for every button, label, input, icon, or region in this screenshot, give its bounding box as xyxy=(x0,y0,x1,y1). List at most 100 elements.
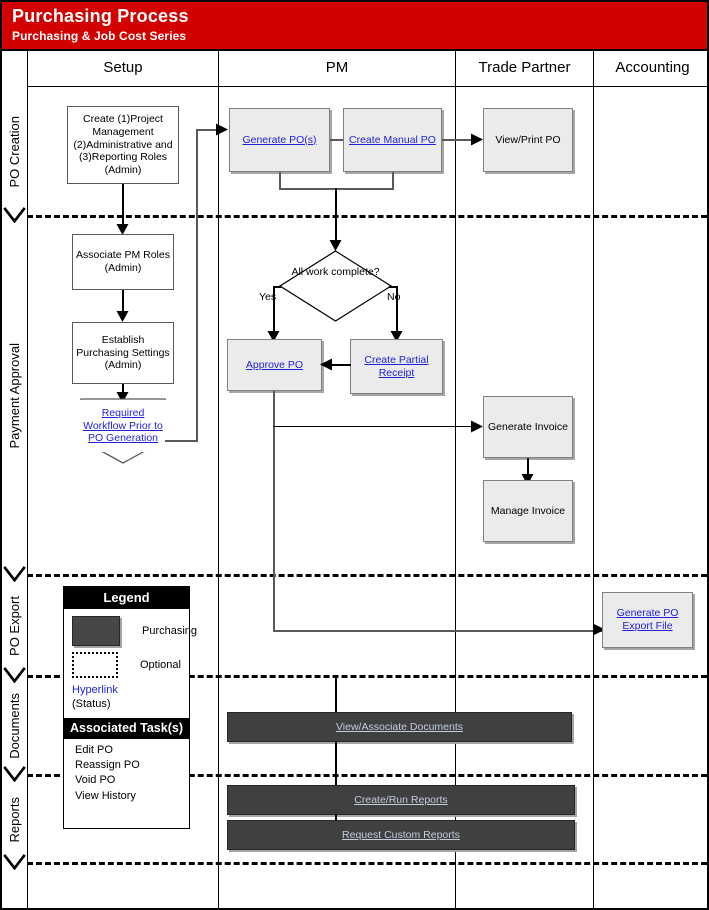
node-create-run-reports[interactable]: Create/Run Reports xyxy=(227,785,575,815)
node-create-manual-po[interactable]: Create Manual PO xyxy=(343,108,442,172)
edge-label-yes: Yes xyxy=(259,291,277,303)
connector-into-documents-bar xyxy=(335,675,337,712)
arrowhead-workflow-to-generate-pos xyxy=(216,123,228,136)
connector-generate-to-manage-invoice xyxy=(527,458,529,478)
connector-no-down xyxy=(396,286,398,334)
node-create-manual-po-label[interactable]: Create Manual PO xyxy=(349,133,436,146)
node-establish-purchasing-settings-label: Establish Purchasing Settings (Admin) xyxy=(76,333,170,372)
node-create-roles[interactable]: Create (1)Project Management (2)Administ… xyxy=(67,106,179,184)
legend-label-purchasing: Purchasing xyxy=(142,625,198,637)
node-create-partial-receipt-label[interactable]: Create Partial Receipt xyxy=(364,353,429,379)
lane-label-reports: Reports xyxy=(2,777,27,862)
arrowhead-to-po-export xyxy=(593,623,605,636)
connector-documents-to-reports xyxy=(335,742,337,786)
column-header-accounting: Accounting xyxy=(615,59,690,76)
node-generate-invoice[interactable]: Generate Invoice xyxy=(483,396,573,458)
lane-text-po-creation: PO Creation xyxy=(7,115,22,188)
node-manage-invoice[interactable]: Manage Invoice xyxy=(483,480,573,542)
lane-divider-4 xyxy=(27,774,707,777)
legend-swatch-optional xyxy=(72,652,118,678)
node-associate-pm-roles[interactable]: Associate PM Roles (Admin) xyxy=(72,234,174,290)
legend-task-item: View History xyxy=(75,789,136,802)
legend-title: Legend xyxy=(64,587,189,609)
connector-workflow-up xyxy=(196,129,198,442)
node-generate-pos-label[interactable]: Generate PO(s) xyxy=(242,133,317,146)
node-create-partial-receipt[interactable]: Create Partial Receipt xyxy=(350,339,443,394)
connector-merge-to-decision xyxy=(335,188,337,244)
node-view-print-po-label: View/Print PO xyxy=(495,133,561,146)
connector-establish-to-workflow xyxy=(122,384,124,397)
node-generate-po-export-file-label[interactable]: Generate PO Export File xyxy=(616,607,679,632)
legend-panel: Legend Purchasing Optional Hyperlink (St… xyxy=(63,586,197,829)
node-request-custom-reports[interactable]: Request Custom Reports xyxy=(227,820,575,850)
node-approve-po[interactable]: Approve PO xyxy=(227,339,322,391)
lane-text-documents: Documents xyxy=(7,693,22,759)
connector-manual-to-viewprint xyxy=(442,139,474,141)
legend-row-purchasing: Purchasing xyxy=(72,616,197,646)
connector-create-to-associate xyxy=(122,184,124,227)
column-divider-setup-pm xyxy=(218,50,219,908)
legend-task-item: Void PO xyxy=(75,774,116,787)
node-generate-po-export-file[interactable]: Generate PO Export File xyxy=(602,592,693,648)
node-create-roles-label: Create (1)Project Management (2)Administ… xyxy=(73,113,173,177)
lane-label-payment-approval: Payment Approval xyxy=(2,218,27,574)
node-request-custom-reports-label[interactable]: Request Custom Reports xyxy=(342,828,460,841)
node-associate-pm-roles-label: Associate PM Roles (Admin) xyxy=(76,249,170,274)
title-banner: Purchasing Process Purchasing & Job Cost… xyxy=(2,2,707,49)
edge-label-no: No xyxy=(387,291,401,303)
page-subtitle: Purchasing & Job Cost Series xyxy=(12,29,187,43)
connector-workflow-right xyxy=(165,440,197,442)
node-generate-pos[interactable]: Generate PO(s) xyxy=(229,108,330,172)
lane-label-po-creation: PO Creation xyxy=(2,88,27,215)
connector-approve-trunk xyxy=(273,391,275,631)
node-approve-po-label[interactable]: Approve PO xyxy=(245,358,304,371)
connector-no-elbow xyxy=(389,286,397,288)
legend-task-item: Reassign PO xyxy=(75,759,140,772)
arrowhead-create-to-associate xyxy=(116,224,129,235)
connector-generate-down xyxy=(279,172,281,189)
column-divider-trade-accounting xyxy=(593,50,594,908)
node-view-associate-documents[interactable]: View/Associate Documents xyxy=(227,712,572,742)
connector-yes-down xyxy=(273,286,275,334)
arrowhead-no-to-partial xyxy=(390,331,403,342)
node-create-run-reports-label[interactable]: Create/Run Reports xyxy=(354,793,448,806)
lane-text-reports: Reports xyxy=(7,796,22,843)
column-divider-pm-trade xyxy=(455,50,456,908)
lane-text-po-export: PO Export xyxy=(7,596,22,656)
legend-tasks-list: Edit PO Reassign PO Void PO View History xyxy=(64,739,189,810)
legend-label-status: (Status) xyxy=(72,698,111,710)
node-decision-label[interactable]: All work complete? xyxy=(279,266,392,279)
arrowhead-associate-to-establish xyxy=(116,311,129,322)
legend-row-optional: Optional xyxy=(72,652,181,678)
legend-task-item: Edit PO xyxy=(75,744,113,756)
legend-tasks-title: Associated Task(s) xyxy=(64,718,189,739)
banner-underline xyxy=(2,49,707,51)
connector-reports-chain xyxy=(335,815,337,821)
lane-divider-3 xyxy=(27,675,707,678)
lane-text-payment-approval: Payment Approval xyxy=(7,343,22,449)
lane-label-po-export: PO Export xyxy=(2,577,27,675)
lane-divider-1 xyxy=(27,215,707,218)
arrowhead-to-decision xyxy=(329,240,342,251)
node-decision-shape xyxy=(279,250,392,322)
arrowhead-yes-to-approve xyxy=(267,331,280,342)
node-view-print-po[interactable]: View/Print PO xyxy=(483,108,573,172)
arrowhead-partial-to-approve xyxy=(320,358,332,371)
node-establish-purchasing-settings[interactable]: Establish Purchasing Settings (Admin) xyxy=(72,322,174,384)
lane-divider-5 xyxy=(27,862,707,865)
node-required-workflow[interactable]: Required Workflow Prior to PO Generation xyxy=(80,400,166,452)
connector-approve-to-generate-invoice xyxy=(273,426,473,427)
connector-associate-to-establish xyxy=(122,290,124,314)
node-required-workflow-label[interactable]: Required Workflow Prior to PO Generation xyxy=(83,407,163,445)
connector-partial-to-approve xyxy=(329,364,351,366)
connector-workflow-into-generate xyxy=(196,129,220,131)
header-row-divider xyxy=(27,86,707,87)
column-header-trade-partner: Trade Partner xyxy=(478,59,571,76)
connector-generate-to-manual xyxy=(330,139,343,141)
arrowhead-to-manage-invoice xyxy=(521,474,534,485)
node-view-associate-documents-label[interactable]: View/Associate Documents xyxy=(335,720,464,733)
legend-body: Purchasing Optional Hyperlink (Status) xyxy=(64,609,197,718)
column-header-pm: PM xyxy=(325,59,349,76)
legend-label-hyperlink: Hyperlink xyxy=(72,684,118,696)
